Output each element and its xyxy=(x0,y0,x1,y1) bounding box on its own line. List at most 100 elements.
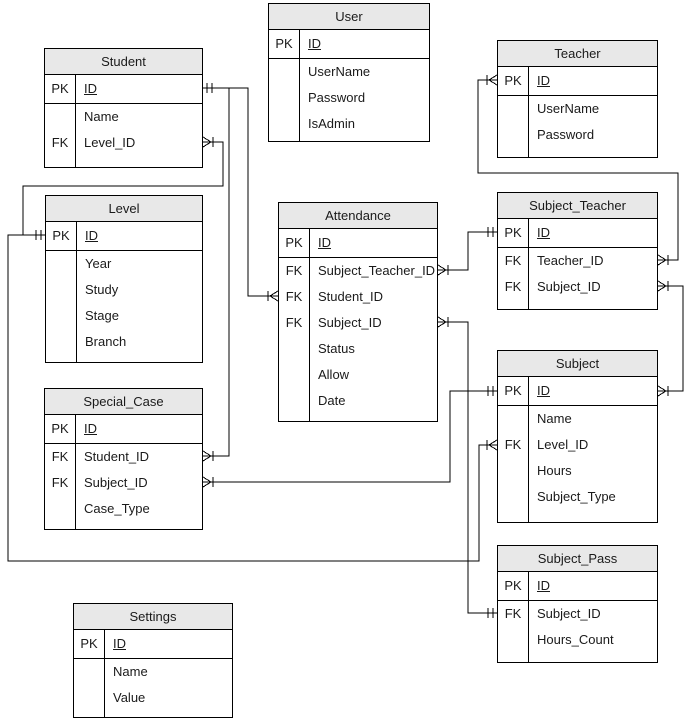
column-name: ID xyxy=(537,73,550,88)
connector-special-case-subject-id-to-subject-id[interactable] xyxy=(203,390,497,483)
key-type-label xyxy=(498,406,528,432)
column-name: Level_ID xyxy=(84,135,136,150)
connector-attendance-subject-teacher-id-to-subject-teacher-id[interactable] xyxy=(438,231,497,271)
key-column-divider xyxy=(104,630,105,717)
column-row[interactable]: Password xyxy=(269,85,429,111)
column-name: Year xyxy=(85,256,112,271)
key-type-label xyxy=(46,277,76,303)
cardinality-many-mark xyxy=(657,254,669,266)
column-row[interactable]: Hours xyxy=(498,458,657,484)
entity-title: Teacher xyxy=(498,41,657,67)
key-column-divider xyxy=(299,30,300,141)
column-row[interactable]: Hours_Count xyxy=(498,627,657,653)
column-row[interactable]: Year xyxy=(46,251,202,277)
cardinality-many-mark xyxy=(486,439,498,451)
entity-title: User xyxy=(269,4,429,30)
key-type-label: PK xyxy=(51,421,69,436)
connector-subject-teacher-subject-id-to-subject-id[interactable] xyxy=(658,285,684,392)
column-name: Name xyxy=(84,109,119,124)
connector-student-id-to-attendance-student-id[interactable] xyxy=(203,87,278,297)
column-row[interactable]: Allow xyxy=(279,362,437,388)
column-name: Case_Type xyxy=(84,501,150,516)
column-name: ID xyxy=(537,225,550,240)
column-name: ID xyxy=(113,636,126,651)
column-name: UserName xyxy=(537,101,600,116)
connector-level-id-to-subject-level-id[interactable] xyxy=(7,234,497,562)
connector-attendance-subject-id-to-subject-pass-subject-id[interactable] xyxy=(438,321,497,614)
connector-student-id-to-special-case-student-id[interactable] xyxy=(203,87,230,457)
key-type-label xyxy=(498,122,528,148)
column-row[interactable]: UserName xyxy=(498,96,657,122)
cardinality-many-mark xyxy=(267,290,279,302)
column-row[interactable]: Stage xyxy=(46,303,202,329)
key-type-label xyxy=(279,388,309,414)
column-name: ID xyxy=(318,235,331,250)
column-name: Status xyxy=(318,341,355,356)
column-name: ID xyxy=(537,383,550,398)
key-type-label: PK xyxy=(275,36,293,51)
column-name: ID xyxy=(308,36,321,51)
column-name: Subject_Type xyxy=(537,489,616,504)
column-row[interactable]: Name xyxy=(45,104,202,130)
column-row[interactable]: Name xyxy=(74,659,232,685)
column-row[interactable]: Status xyxy=(279,336,437,362)
column-name: Hours_Count xyxy=(537,632,614,647)
column-row[interactable]: Study xyxy=(46,277,202,303)
connector-teacher-id-to-subject-teacher-teacher-id[interactable] xyxy=(477,79,679,261)
entity-title: Level xyxy=(46,196,202,222)
column-row[interactable]: Date xyxy=(279,388,437,414)
column-row[interactable]: IsAdmin xyxy=(269,111,429,137)
cardinality-many-mark xyxy=(657,385,669,397)
entity-title: Subject xyxy=(498,351,657,377)
column-row[interactable]: Subject_Type xyxy=(498,484,657,510)
column-row[interactable]: PK ID xyxy=(269,30,429,59)
key-type-label xyxy=(46,251,76,277)
column-row[interactable]: Case_Type xyxy=(45,496,202,522)
column-row[interactable]: UserName xyxy=(269,59,429,85)
cardinality-many-mark xyxy=(202,136,214,148)
key-type-label: PK xyxy=(504,73,522,88)
column-row[interactable]: Branch xyxy=(46,329,202,355)
column-row[interactable]: Password xyxy=(498,122,657,148)
column-row[interactable]: Name xyxy=(498,406,657,432)
column-row[interactable]: Value xyxy=(74,685,232,711)
key-type-label: FK xyxy=(504,253,522,268)
key-type-label: FK xyxy=(285,263,303,278)
column-row[interactable]: PK ID xyxy=(498,67,657,96)
key-column-divider xyxy=(75,415,76,529)
column-name: Name xyxy=(113,664,148,679)
key-type-label: PK xyxy=(52,228,70,243)
key-type-label xyxy=(498,484,528,510)
